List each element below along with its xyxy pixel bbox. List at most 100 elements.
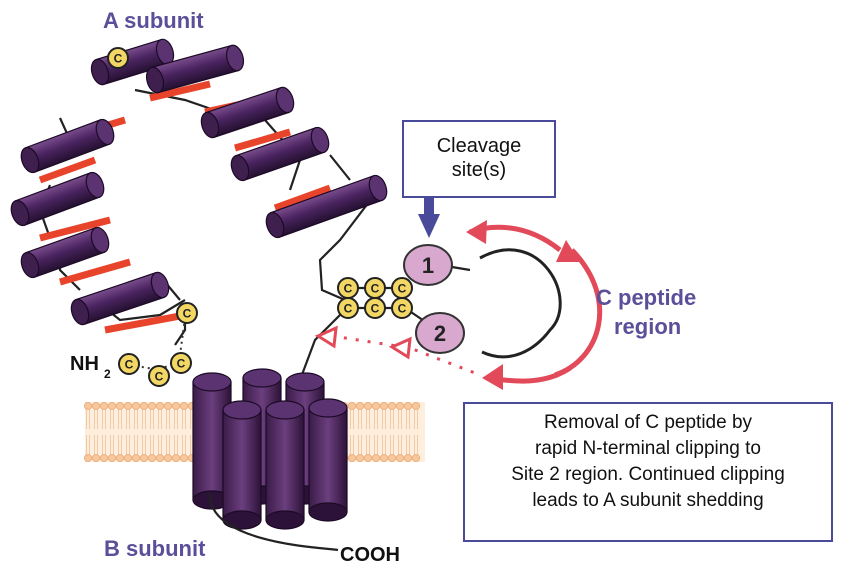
lipid-head [155, 401, 164, 410]
lipid-head [116, 453, 125, 462]
lipid-head [92, 453, 101, 462]
removal-callout-line: leads to A subunit shedding [532, 490, 764, 511]
cleavage-site-2: 2 [415, 312, 465, 354]
lipid-head [411, 453, 420, 462]
svg-text:2: 2 [434, 321, 446, 346]
cysteine-residue: C [170, 352, 192, 374]
lipid-tail [358, 410, 362, 454]
red-curved-arrow-right [554, 248, 603, 378]
c-peptide-loop [479, 248, 562, 359]
lipid-head [116, 401, 125, 410]
lipid-head [124, 453, 133, 462]
alpha-helix [10, 171, 105, 227]
lipid-tail [398, 410, 402, 454]
alpha-helix [230, 126, 330, 182]
lipid-head [379, 401, 388, 410]
lipid-head [403, 401, 412, 410]
b-subunit-label: B subunit [104, 536, 206, 561]
cleavage-pointer-arrow [418, 196, 440, 238]
red-arrowhead-upper [466, 220, 487, 244]
cysteine-label: C [114, 52, 123, 66]
lipid-tail [382, 410, 386, 454]
lipid-head [155, 453, 164, 462]
alpha-helix [90, 38, 175, 86]
lipid-head [108, 453, 117, 462]
alpha-helix [70, 271, 170, 326]
lipid-tail [414, 410, 418, 454]
cysteine-residue: C [391, 277, 413, 299]
cysteine-residue: C [176, 302, 198, 324]
beta-strand [39, 216, 111, 242]
lipid-head [347, 401, 356, 410]
cleavage-callout-line2: site(s) [451, 159, 507, 181]
lipid-head [139, 401, 148, 410]
lipid-head [355, 453, 364, 462]
lipid-head [100, 453, 109, 462]
a-subunit-label: A subunit [103, 8, 204, 33]
cysteine-residue: C [391, 297, 413, 319]
lipid-head [84, 453, 93, 462]
b-subunit-tail [208, 494, 339, 552]
nh2-label: NH [70, 353, 99, 375]
lipid-head [395, 401, 404, 410]
clipping-arrowhead-2 [388, 336, 412, 360]
cysteine-residue: C [148, 365, 170, 387]
lipid-tail [142, 410, 146, 454]
lipid-head [363, 401, 372, 410]
lipid-head [171, 401, 180, 410]
lipid-tail [118, 410, 122, 454]
beta-strands [38, 80, 332, 334]
lipid-head [147, 401, 156, 410]
transmembrane-helix [222, 400, 262, 530]
lipid-head [347, 453, 356, 462]
lipid-tail [94, 410, 98, 454]
lipid-head [92, 401, 101, 410]
red-arrowhead-lower [482, 364, 503, 390]
lipid-head [163, 453, 172, 462]
svg-text:1: 1 [422, 253, 434, 278]
lipid-head [395, 453, 404, 462]
lipid-head [131, 453, 140, 462]
beta-strand [38, 156, 97, 184]
lipid-head [403, 453, 412, 462]
beta-strand [59, 258, 131, 286]
cleavage-callout-line1: Cleavage [436, 135, 522, 157]
lipid-head [84, 401, 93, 410]
lipid-head [371, 453, 380, 462]
lipid-tail [158, 410, 162, 454]
removal-callout-line: rapid N-terminal clipping to [535, 438, 761, 459]
beta-strand [273, 184, 332, 212]
lipid-tail [406, 410, 410, 454]
lipid-head [100, 401, 109, 410]
cysteine-label: C [371, 302, 380, 316]
lipid-head [163, 401, 172, 410]
lipid-tail [166, 410, 170, 454]
cysteine-label: C [398, 302, 407, 316]
lipid-head [124, 401, 133, 410]
cysteine-residue: C [364, 297, 386, 319]
cysteine-residue: C [337, 297, 359, 319]
alpha-helix [265, 174, 388, 239]
lipid-head [387, 453, 396, 462]
clipping-dotted-line [331, 334, 476, 375]
cleavage-site-1: 1 [403, 244, 453, 286]
lipid-tail [134, 410, 138, 454]
cysteine-label: C [125, 358, 134, 372]
lipid-head [379, 453, 388, 462]
cysteine-residue: C [118, 353, 140, 375]
nh2-subscript: 2 [104, 367, 111, 381]
alpha-helix [20, 118, 115, 174]
red-arrowhead-right [556, 240, 580, 262]
beta-strand [149, 80, 211, 102]
cysteine-label: C [344, 282, 353, 296]
lipid-tail [110, 410, 114, 454]
cysteine-residue: C [107, 47, 129, 69]
alpha-helix [20, 226, 110, 279]
lipid-tail [350, 410, 354, 454]
lipid-head [387, 401, 396, 410]
c-peptide-label-line2: region [614, 314, 681, 339]
cysteine-label: C [371, 282, 380, 296]
cysteine-residue: C [364, 277, 386, 299]
lipid-head [108, 401, 117, 410]
